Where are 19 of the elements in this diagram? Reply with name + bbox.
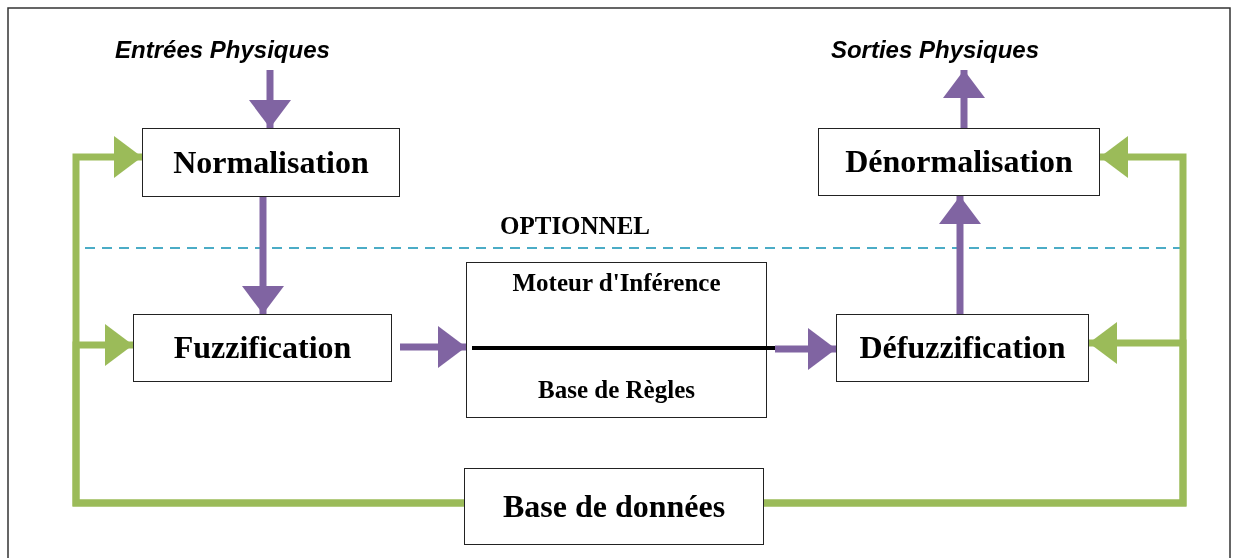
process-box [133,314,392,382]
box-title: Normalisation [173,144,369,181]
box-title: Dénormalisation [845,144,1073,180]
process-box [464,468,764,545]
process-box [836,314,1089,382]
arrow [72,324,464,507]
box-title: Base de Règles [538,375,695,403]
arrow [764,136,1187,507]
process-box [142,128,400,197]
arrow [939,196,981,314]
io-label: Entrées Physiques [115,36,330,64]
box-title: Fuzzification [173,330,352,366]
box-title: Défuzzification [859,330,1066,366]
box-title: Base de données [502,488,726,525]
box-title: Moteur d'Inférence [512,269,721,297]
optional-label: OPTIONNEL [500,212,651,240]
io-label: Sorties Physiques [830,36,1040,64]
process-box [818,128,1100,196]
arrow [242,197,284,314]
